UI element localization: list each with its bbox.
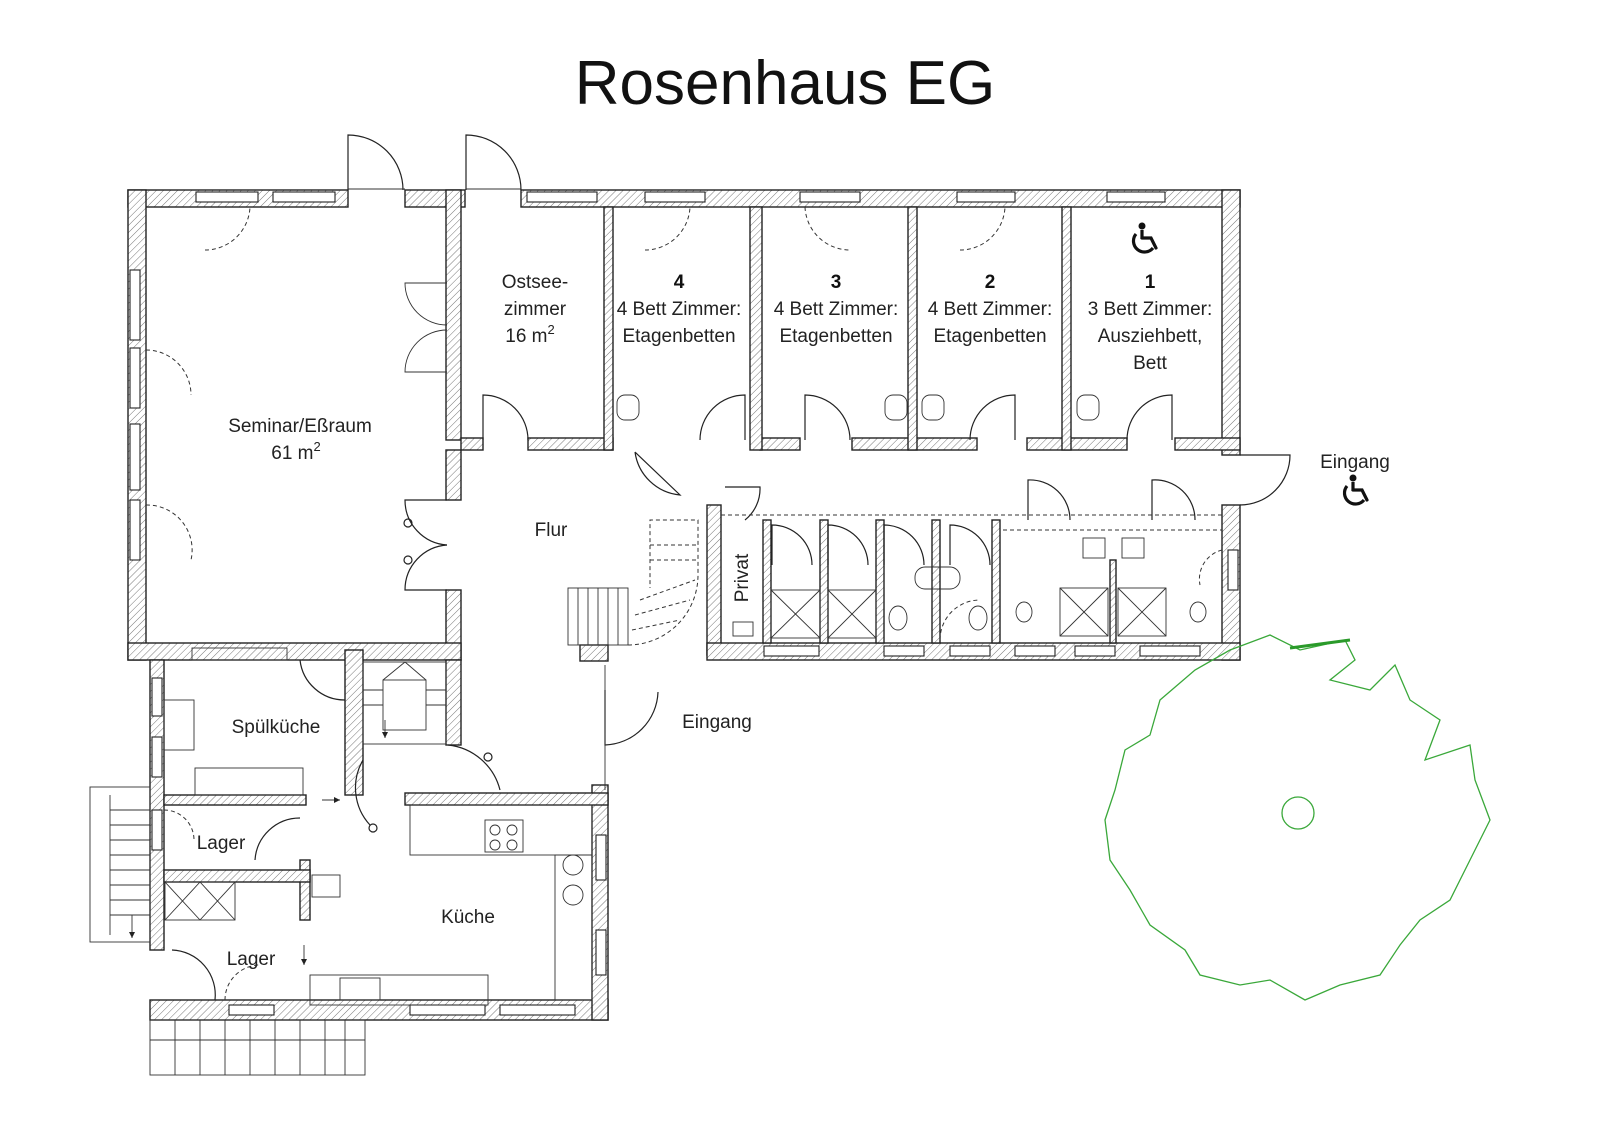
room-lager-1: Lager — [197, 833, 246, 854]
room-label: 4 Bett Zimmer: — [617, 299, 742, 320]
room-label: Ostsee- — [502, 272, 569, 293]
room-label: Seminar/Eßraum — [228, 416, 372, 437]
room-kueche: Küche — [441, 907, 495, 928]
room-number: 3 — [831, 272, 842, 293]
room-area: 16 m2 — [505, 322, 554, 347]
room-area: 61 m2 — [271, 439, 320, 464]
wheelchair-icon — [1131, 220, 1158, 254]
doors — [145, 134, 1291, 1001]
room-number: 1 — [1145, 272, 1156, 293]
room-label: zimmer — [504, 299, 567, 320]
room-flur: Flur — [535, 520, 568, 541]
arrows — [129, 720, 388, 965]
room-privat: Privat — [732, 553, 753, 602]
room-seminar: Seminar/Eßraum 61 m2 — [228, 416, 372, 464]
room-label: Bett — [1133, 353, 1168, 374]
fixtures — [163, 394, 1207, 1006]
room-label: 4 Bett Zimmer: — [928, 299, 1053, 320]
room-label: Etagenbetten — [622, 326, 735, 347]
room-lager-2: Lager — [227, 949, 276, 970]
room-ostseezimmer: Ostsee- zimmer 16 m2 — [502, 272, 569, 347]
room-3: 3 4 Bett Zimmer: Etagenbetten — [774, 272, 899, 347]
entrance-east-label: Eingang — [1320, 452, 1390, 473]
room-label: 3 Bett Zimmer: — [1088, 299, 1213, 320]
room-label: 4 Bett Zimmer: — [774, 299, 899, 320]
stairs — [89, 519, 699, 1076]
room-label: Ausziehbett, — [1098, 326, 1203, 347]
room-label: Etagenbetten — [779, 326, 892, 347]
room-spuelkueche: Spülküche — [232, 717, 321, 738]
entrance-south-label: Eingang — [682, 712, 752, 733]
page-title: Rosenhaus EG — [575, 49, 995, 118]
windows — [129, 191, 1239, 1016]
room-number: 2 — [985, 272, 996, 293]
tree-symbol — [1104, 634, 1491, 1001]
room-1: 1 3 Bett Zimmer: Ausziehbett, Bett — [1088, 272, 1213, 374]
room-number: 4 — [674, 272, 685, 293]
wheelchair-icon — [1342, 472, 1369, 506]
room-4: 4 4 Bett Zimmer: Etagenbetten — [617, 272, 742, 347]
room-label: Etagenbetten — [933, 326, 1046, 347]
room-2: 2 4 Bett Zimmer: Etagenbetten — [928, 272, 1053, 347]
